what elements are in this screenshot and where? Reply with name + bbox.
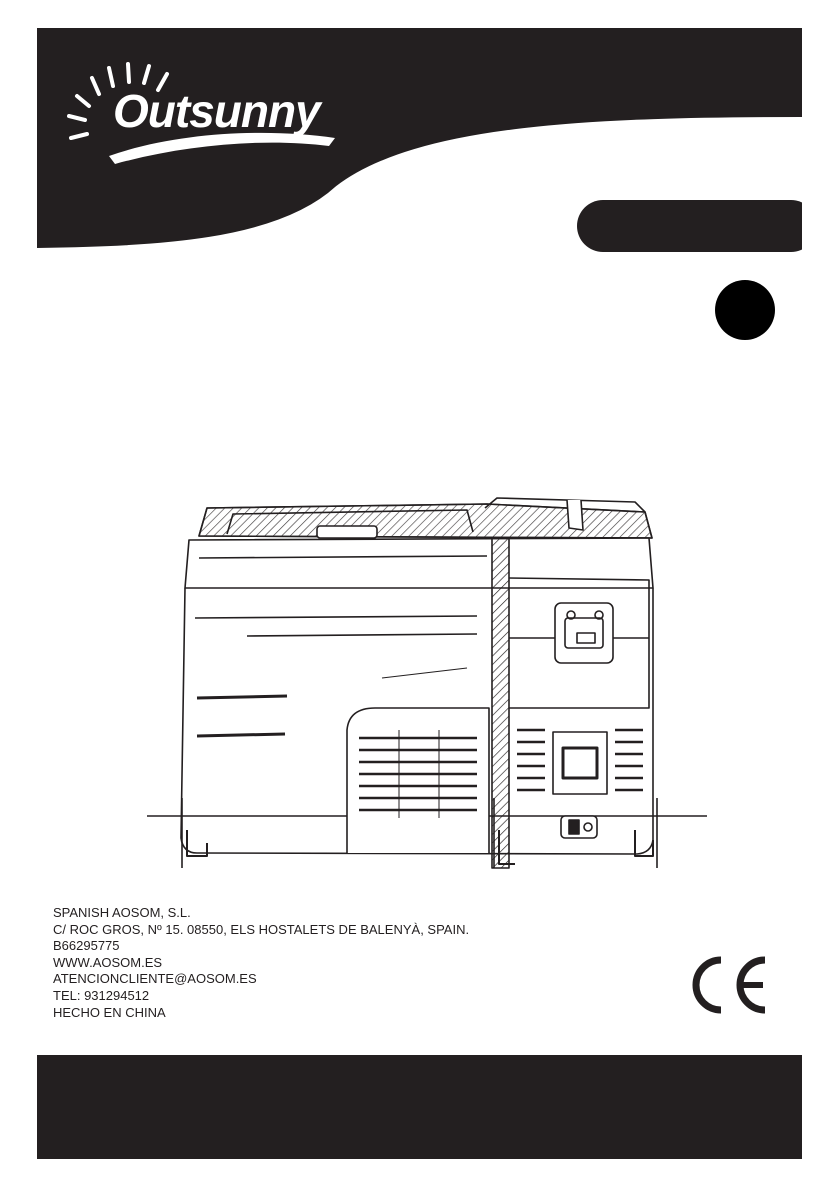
country-of-origin: HECHO EN CHINA bbox=[53, 1005, 469, 1022]
company-website: WWW.AOSOM.ES bbox=[53, 955, 469, 972]
company-name: SPANISH AOSOM, S.L. bbox=[53, 905, 469, 922]
brand-logo-text: Outsunny bbox=[113, 88, 320, 134]
ce-mark-icon bbox=[685, 954, 771, 1016]
language-badge-icon bbox=[715, 280, 775, 340]
company-tax-id: B66295775 bbox=[53, 938, 469, 955]
header-band bbox=[37, 28, 802, 260]
portable-fridge-illustration bbox=[137, 468, 717, 878]
company-phone: TEL: 931294512 bbox=[53, 988, 469, 1005]
manual-cover: Outsunny bbox=[37, 28, 802, 1159]
company-address: C/ ROC GROS, Nº 15. 08550, ELS HOSTALETS… bbox=[53, 922, 469, 939]
company-info-block: SPANISH AOSOM, S.L. C/ ROC GROS, Nº 15. … bbox=[53, 905, 469, 1021]
footer-band bbox=[37, 1055, 802, 1159]
company-email: ATENCIONCLIENTE@AOSOM.ES bbox=[53, 971, 469, 988]
model-label-tab bbox=[577, 200, 802, 252]
